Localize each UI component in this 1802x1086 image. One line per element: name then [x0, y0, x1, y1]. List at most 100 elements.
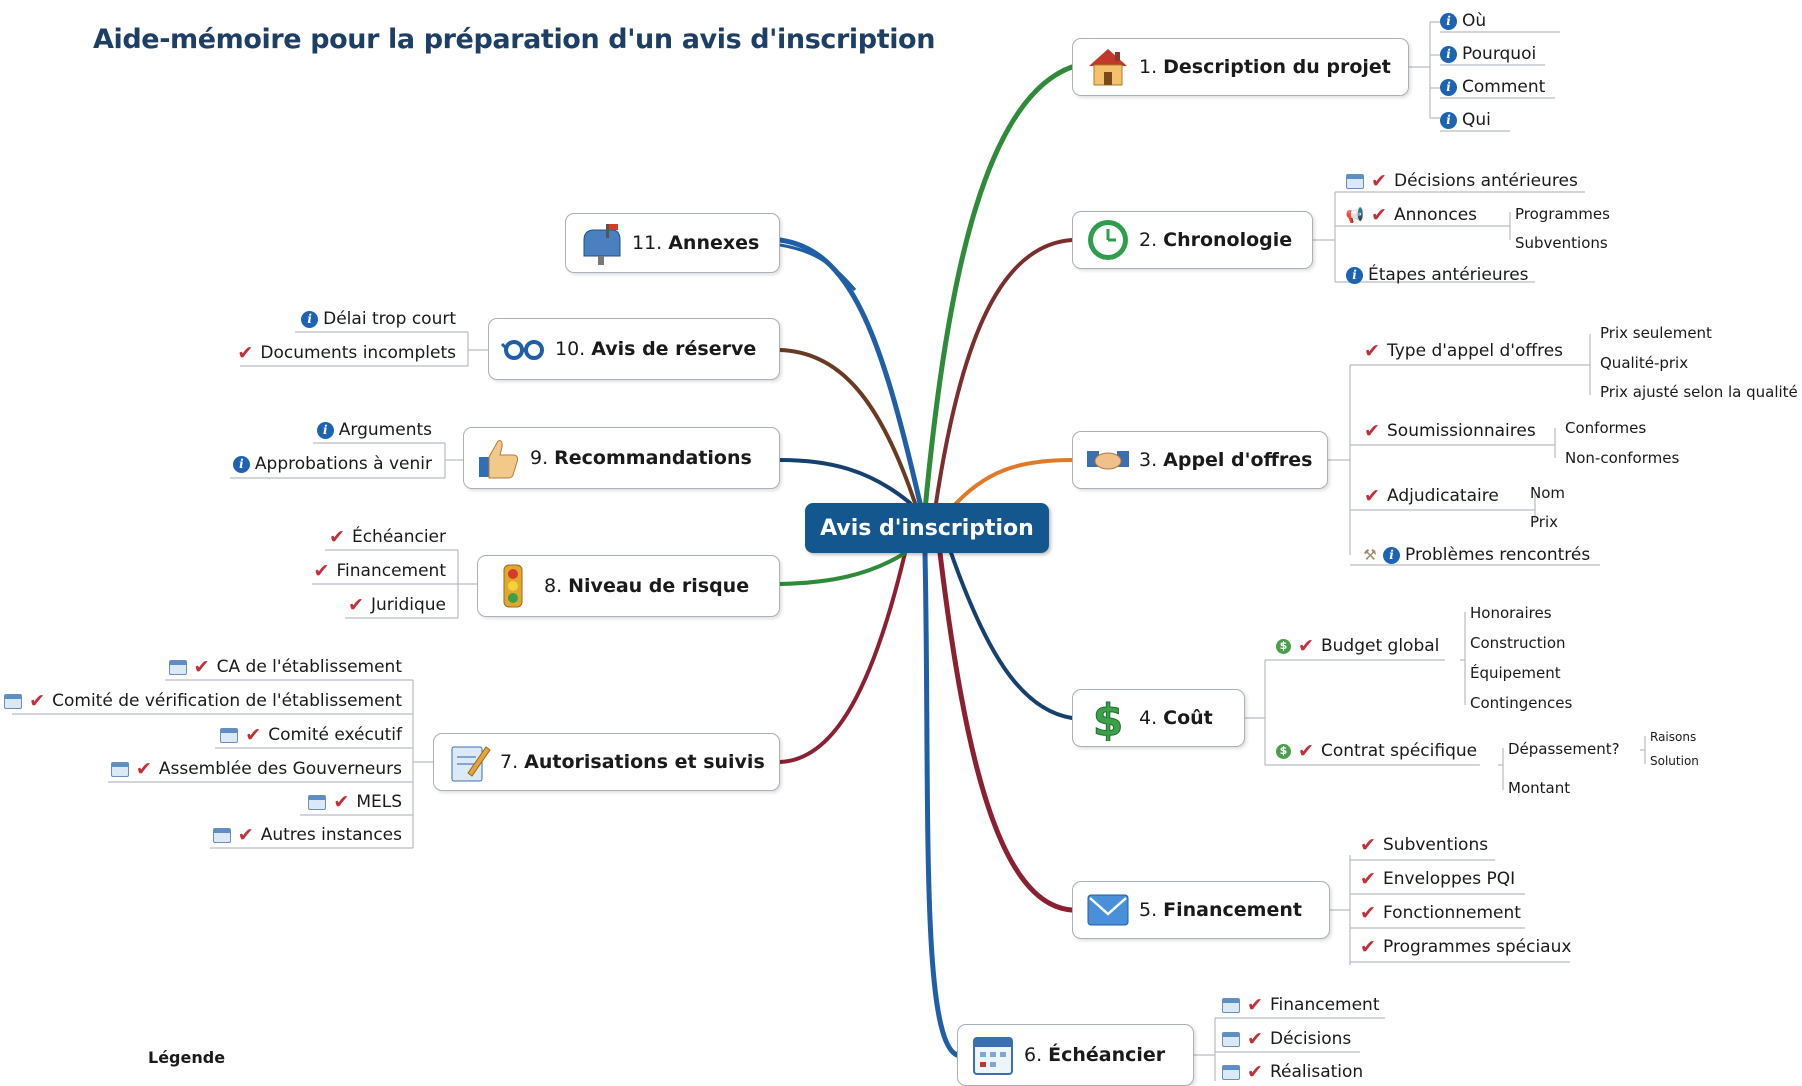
subtopic-financement-ech[interactable]: ✔Financement — [1222, 994, 1380, 1016]
subtopic-non-conformes[interactable]: Non-conformes — [1565, 449, 1680, 467]
checkmark-icon: ✔ — [1298, 740, 1314, 762]
checkmark-icon: ✔ — [1360, 936, 1376, 958]
subtopic-financement-risque[interactable]: ✔Financement — [312, 560, 446, 582]
subtopic-budget-global[interactable]: $✔Budget global — [1276, 635, 1439, 657]
topic-appel-offres[interactable]: 3.Appel d'offres — [1072, 431, 1328, 489]
checkmark-icon: ✔ — [1247, 1061, 1263, 1083]
topic-number: 1. — [1139, 56, 1158, 78]
subtopic-soumissionnaires[interactable]: ✔Soumissionnaires — [1362, 420, 1536, 442]
subtopic-mels[interactable]: ✔MELS — [308, 791, 402, 813]
checkmark-icon: ✔ — [29, 690, 46, 712]
subtopic-documents-incomplets[interactable]: ✔Documents incomplets — [235, 342, 456, 364]
money-bag-icon: $ — [1276, 743, 1291, 759]
subtopic-conformes[interactable]: Conformes — [1565, 419, 1647, 437]
topic-chronologie[interactable]: 2.Chronologie — [1072, 211, 1313, 269]
subtopic-montant[interactable]: Montant — [1508, 779, 1571, 797]
calendar-task-icon — [1222, 1031, 1240, 1047]
topic-echeancier[interactable]: 6.Échéancier — [957, 1024, 1194, 1086]
subtopic-adjudicataire[interactable]: ✔Adjudicataire — [1362, 485, 1499, 507]
pencil-note-icon — [446, 739, 492, 785]
topic-annexes[interactable]: 11.Annexes — [565, 213, 780, 273]
subtopic-programmes-speciaux[interactable]: ✔Programmes spéciaux — [1358, 936, 1571, 958]
subtopic-subventions-fin[interactable]: ✔Subventions — [1358, 834, 1488, 856]
branch-10 — [778, 348, 917, 505]
money-bag-icon: $ — [1276, 638, 1291, 654]
subtopic-qualite-prix[interactable]: Qualité-prix — [1600, 354, 1689, 372]
topic-number: 9. — [530, 447, 549, 469]
topic-cout[interactable]: $ 4.Coût — [1072, 689, 1245, 747]
info-icon: i — [1440, 45, 1457, 63]
topic-number: 3. — [1139, 449, 1158, 471]
subtopic-decisions-anterieures[interactable]: ✔Décisions antérieures — [1346, 170, 1578, 192]
legend-label[interactable]: Légende — [148, 1048, 226, 1067]
subtopic-contingences[interactable]: Contingences — [1470, 694, 1573, 712]
topic-niveau-risque[interactable]: 8.Niveau de risque — [477, 555, 780, 617]
subtopic-subventions[interactable]: Subventions — [1515, 234, 1608, 252]
subtopic-comite-executif[interactable]: ✔Comité exécutif — [220, 724, 402, 746]
topic-description-projet[interactable]: 1.Description du projet — [1072, 38, 1409, 96]
subtopic-prix[interactable]: Prix — [1530, 513, 1558, 531]
subtopic-realisation-ech[interactable]: ✔Réalisation — [1222, 1061, 1363, 1083]
topic-financement[interactable]: 5.Financement — [1072, 881, 1330, 939]
topic-label: Autorisations et suivis — [524, 751, 765, 773]
subtopic-nom[interactable]: Nom — [1530, 484, 1566, 502]
subtopic-fonctionnement[interactable]: ✔Fonctionnement — [1358, 902, 1521, 924]
topic-recommandations[interactable]: 9.Recommandations — [463, 427, 780, 489]
topic-label: Description du projet — [1163, 56, 1391, 78]
calendar-task-icon — [1222, 1064, 1240, 1080]
subtopic-comite-verification[interactable]: ✔Comité de vérification de l'établisseme… — [4, 690, 402, 712]
subtopic-ca-etablissement[interactable]: ✔CA de l'établissement — [168, 656, 402, 678]
subtopic-assemblee-gouverneurs[interactable]: ✔Assemblée des Gouverneurs — [110, 758, 402, 780]
checkmark-icon: ✔ — [1371, 204, 1387, 226]
traffic-light-icon — [490, 563, 536, 609]
branch-8 — [778, 551, 907, 586]
subtopic-solution[interactable]: Solution — [1650, 754, 1699, 768]
checkmark-icon: ✔ — [313, 560, 330, 582]
subtopic-enveloppes-pqi[interactable]: ✔Enveloppes PQI — [1358, 868, 1515, 890]
checkmark-icon: ✔ — [1247, 994, 1263, 1016]
topic-label: Appel d'offres — [1163, 449, 1313, 471]
checkmark-icon: ✔ — [193, 656, 210, 678]
subtopic-type-appel-offres[interactable]: ✔Type d'appel d'offres — [1362, 340, 1563, 362]
subtopic-contrat-specifique[interactable]: $✔Contrat spécifique — [1276, 740, 1477, 762]
info-icon: i — [1346, 266, 1363, 284]
subtopic-decisions-ech[interactable]: ✔Décisions — [1222, 1028, 1351, 1050]
thumbs-up-icon — [476, 435, 522, 481]
checkmark-icon: ✔ — [1360, 902, 1376, 924]
topic-avis-reserve[interactable]: 10.Avis de réserve — [488, 318, 780, 380]
subtopic-construction[interactable]: Construction — [1470, 634, 1566, 652]
branch-6 — [922, 550, 960, 1058]
subtopic-juridique[interactable]: ✔Juridique — [346, 594, 446, 616]
topic-number: 11. — [632, 232, 663, 254]
subtopic-honoraires[interactable]: Honoraires — [1470, 604, 1552, 622]
calendar-icon — [970, 1032, 1016, 1078]
info-icon: i — [316, 421, 334, 439]
branch-9 — [778, 458, 912, 505]
subtopic-programmes[interactable]: Programmes — [1515, 205, 1610, 223]
subtopic-depassement[interactable]: Dépassement? — [1508, 740, 1620, 758]
tools-icon: ⚒ — [1363, 546, 1377, 564]
topic-label: Coût — [1163, 707, 1213, 729]
subtopic-annonces[interactable]: 📢✔Annonces — [1345, 204, 1478, 226]
subtopic-equipement[interactable]: Équipement — [1470, 664, 1561, 682]
calendar-task-icon — [1222, 997, 1240, 1013]
info-icon: i — [1383, 546, 1400, 564]
mailbox-icon — [578, 220, 624, 266]
subtopic-echeancier-risque[interactable]: ✔Échéancier — [327, 526, 446, 548]
subtopic-autres-instances[interactable]: ✔Autres instances — [212, 824, 402, 846]
central-topic[interactable]: Avis d'inscription — [805, 503, 1049, 553]
checkmark-icon: ✔ — [1371, 170, 1387, 192]
topic-autorisations-suivis[interactable]: 7.Autorisations et suivis — [433, 733, 780, 791]
subtopic-prix-ajuste[interactable]: Prix ajusté selon la qualité — [1600, 383, 1798, 401]
subtopic-prix-seulement[interactable]: Prix seulement — [1600, 324, 1712, 342]
subtopic-raisons[interactable]: Raisons — [1650, 730, 1697, 744]
